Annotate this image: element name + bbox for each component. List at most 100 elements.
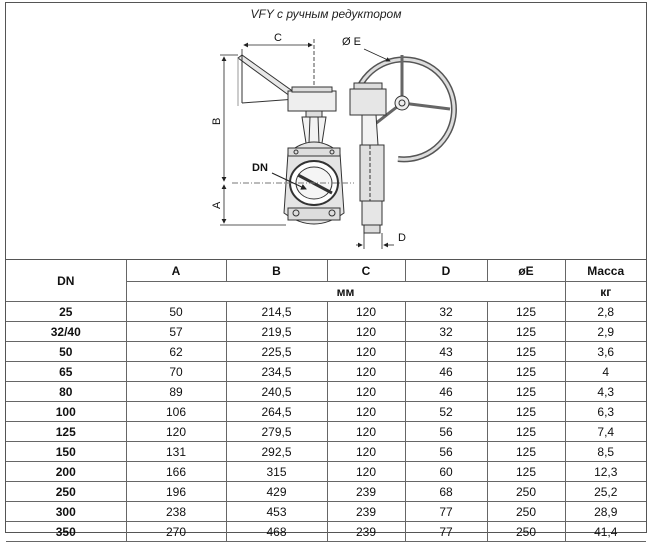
header-dn: DN bbox=[6, 260, 127, 302]
cell-b: 453 bbox=[225, 501, 328, 522]
cell-mass: 2,8 bbox=[564, 301, 646, 322]
cell-b: 279,5 bbox=[225, 421, 328, 442]
cell-a: 238 bbox=[125, 501, 227, 522]
dn-label: DN bbox=[252, 162, 268, 174]
cell-mass: 12,3 bbox=[564, 461, 646, 482]
cell-d: 32 bbox=[404, 321, 488, 342]
cell-e: 125 bbox=[486, 381, 566, 402]
cell-dn: 200 bbox=[6, 461, 127, 482]
cell-b: 292,5 bbox=[225, 441, 328, 462]
valve-technical-drawing: DN C B A bbox=[211, 32, 457, 249]
header-d: D bbox=[404, 260, 488, 282]
cell-mass: 25,2 bbox=[564, 481, 646, 502]
cell-c: 239 bbox=[326, 521, 406, 542]
cell-e: 125 bbox=[486, 341, 566, 362]
cell-mass: 7,4 bbox=[564, 421, 646, 442]
cell-e: 125 bbox=[486, 361, 566, 382]
cell-mass: 3,6 bbox=[564, 341, 646, 362]
cell-a: 57 bbox=[125, 321, 227, 342]
cell-a: 106 bbox=[125, 401, 227, 422]
cell-d: 46 bbox=[404, 361, 488, 382]
cell-c: 120 bbox=[326, 321, 406, 342]
cell-d: 56 bbox=[404, 441, 488, 462]
cell-a: 166 bbox=[125, 461, 227, 482]
cell-dn: 32/40 bbox=[6, 321, 127, 342]
side-view bbox=[349, 55, 457, 234]
cell-c: 120 bbox=[326, 441, 406, 462]
drawing-title: VFY с ручным редуктором bbox=[250, 7, 402, 21]
cell-e: 125 bbox=[486, 301, 566, 322]
table-units-row: мм кг bbox=[6, 281, 646, 302]
cell-mass: 2,9 bbox=[564, 321, 646, 342]
cell-mass: 4,3 bbox=[564, 381, 646, 402]
cell-d: 43 bbox=[404, 341, 488, 362]
cell-mass: 4 bbox=[564, 361, 646, 382]
cell-mass: 41,4 bbox=[564, 521, 646, 542]
dimension-c bbox=[241, 39, 315, 87]
dim-a-label: A bbox=[211, 201, 223, 209]
drawing-table-divider bbox=[6, 259, 646, 260]
units-dimensions: мм bbox=[126, 281, 566, 302]
cell-e: 125 bbox=[486, 321, 566, 342]
dim-b-label: B bbox=[211, 118, 223, 125]
units-mass: кг bbox=[564, 281, 646, 302]
cell-b: 234,5 bbox=[225, 361, 328, 382]
header-e: øE bbox=[486, 260, 566, 282]
cell-a: 89 bbox=[125, 381, 227, 402]
cell-dn: 100 bbox=[6, 401, 127, 422]
dn-arrow bbox=[271, 172, 307, 190]
cell-mass: 28,9 bbox=[564, 501, 646, 522]
cell-b: 429 bbox=[225, 481, 328, 502]
cell-dn: 50 bbox=[6, 341, 127, 362]
cell-b: 214,5 bbox=[225, 301, 328, 322]
cell-dn: 150 bbox=[6, 441, 127, 462]
cell-mass: 6,3 bbox=[564, 401, 646, 422]
header-mass: Масса bbox=[564, 260, 646, 282]
dimension-e bbox=[363, 48, 391, 62]
dimension-d bbox=[356, 233, 394, 249]
cell-a: 120 bbox=[125, 421, 227, 442]
cell-c: 239 bbox=[326, 501, 406, 522]
cell-d: 77 bbox=[404, 521, 488, 542]
cell-c: 120 bbox=[326, 461, 406, 482]
dim-d-label: D bbox=[398, 232, 406, 244]
front-view bbox=[232, 54, 354, 225]
cell-e: 125 bbox=[486, 441, 566, 462]
header-b: B bbox=[225, 260, 328, 282]
cell-d: 46 bbox=[404, 381, 488, 402]
cell-dn: 65 bbox=[6, 361, 127, 382]
cell-dn: 300 bbox=[6, 501, 127, 522]
cell-c: 120 bbox=[326, 401, 406, 422]
cell-e: 125 bbox=[486, 401, 566, 422]
cell-d: 52 bbox=[404, 401, 488, 422]
cell-c: 120 bbox=[326, 421, 406, 442]
cell-a: 270 bbox=[125, 521, 227, 542]
header-a: A bbox=[125, 260, 227, 282]
cell-e: 125 bbox=[486, 461, 566, 482]
document-frame: VFY с ручным редуктором bbox=[5, 2, 647, 542]
cell-c: 120 bbox=[326, 341, 406, 362]
cell-d: 77 bbox=[404, 501, 488, 522]
cell-b: 315 bbox=[225, 461, 328, 482]
dimension-a bbox=[220, 184, 286, 226]
cell-dn: 80 bbox=[6, 381, 127, 402]
cell-b: 240,5 bbox=[225, 381, 328, 402]
cell-e: 250 bbox=[486, 521, 566, 542]
cell-dn: 350 bbox=[6, 521, 127, 542]
cell-a: 50 bbox=[125, 301, 227, 322]
cell-e: 250 bbox=[486, 501, 566, 522]
table-header-row: DN A B C D øE Масса bbox=[6, 260, 646, 302]
cell-c: 239 bbox=[326, 481, 406, 502]
